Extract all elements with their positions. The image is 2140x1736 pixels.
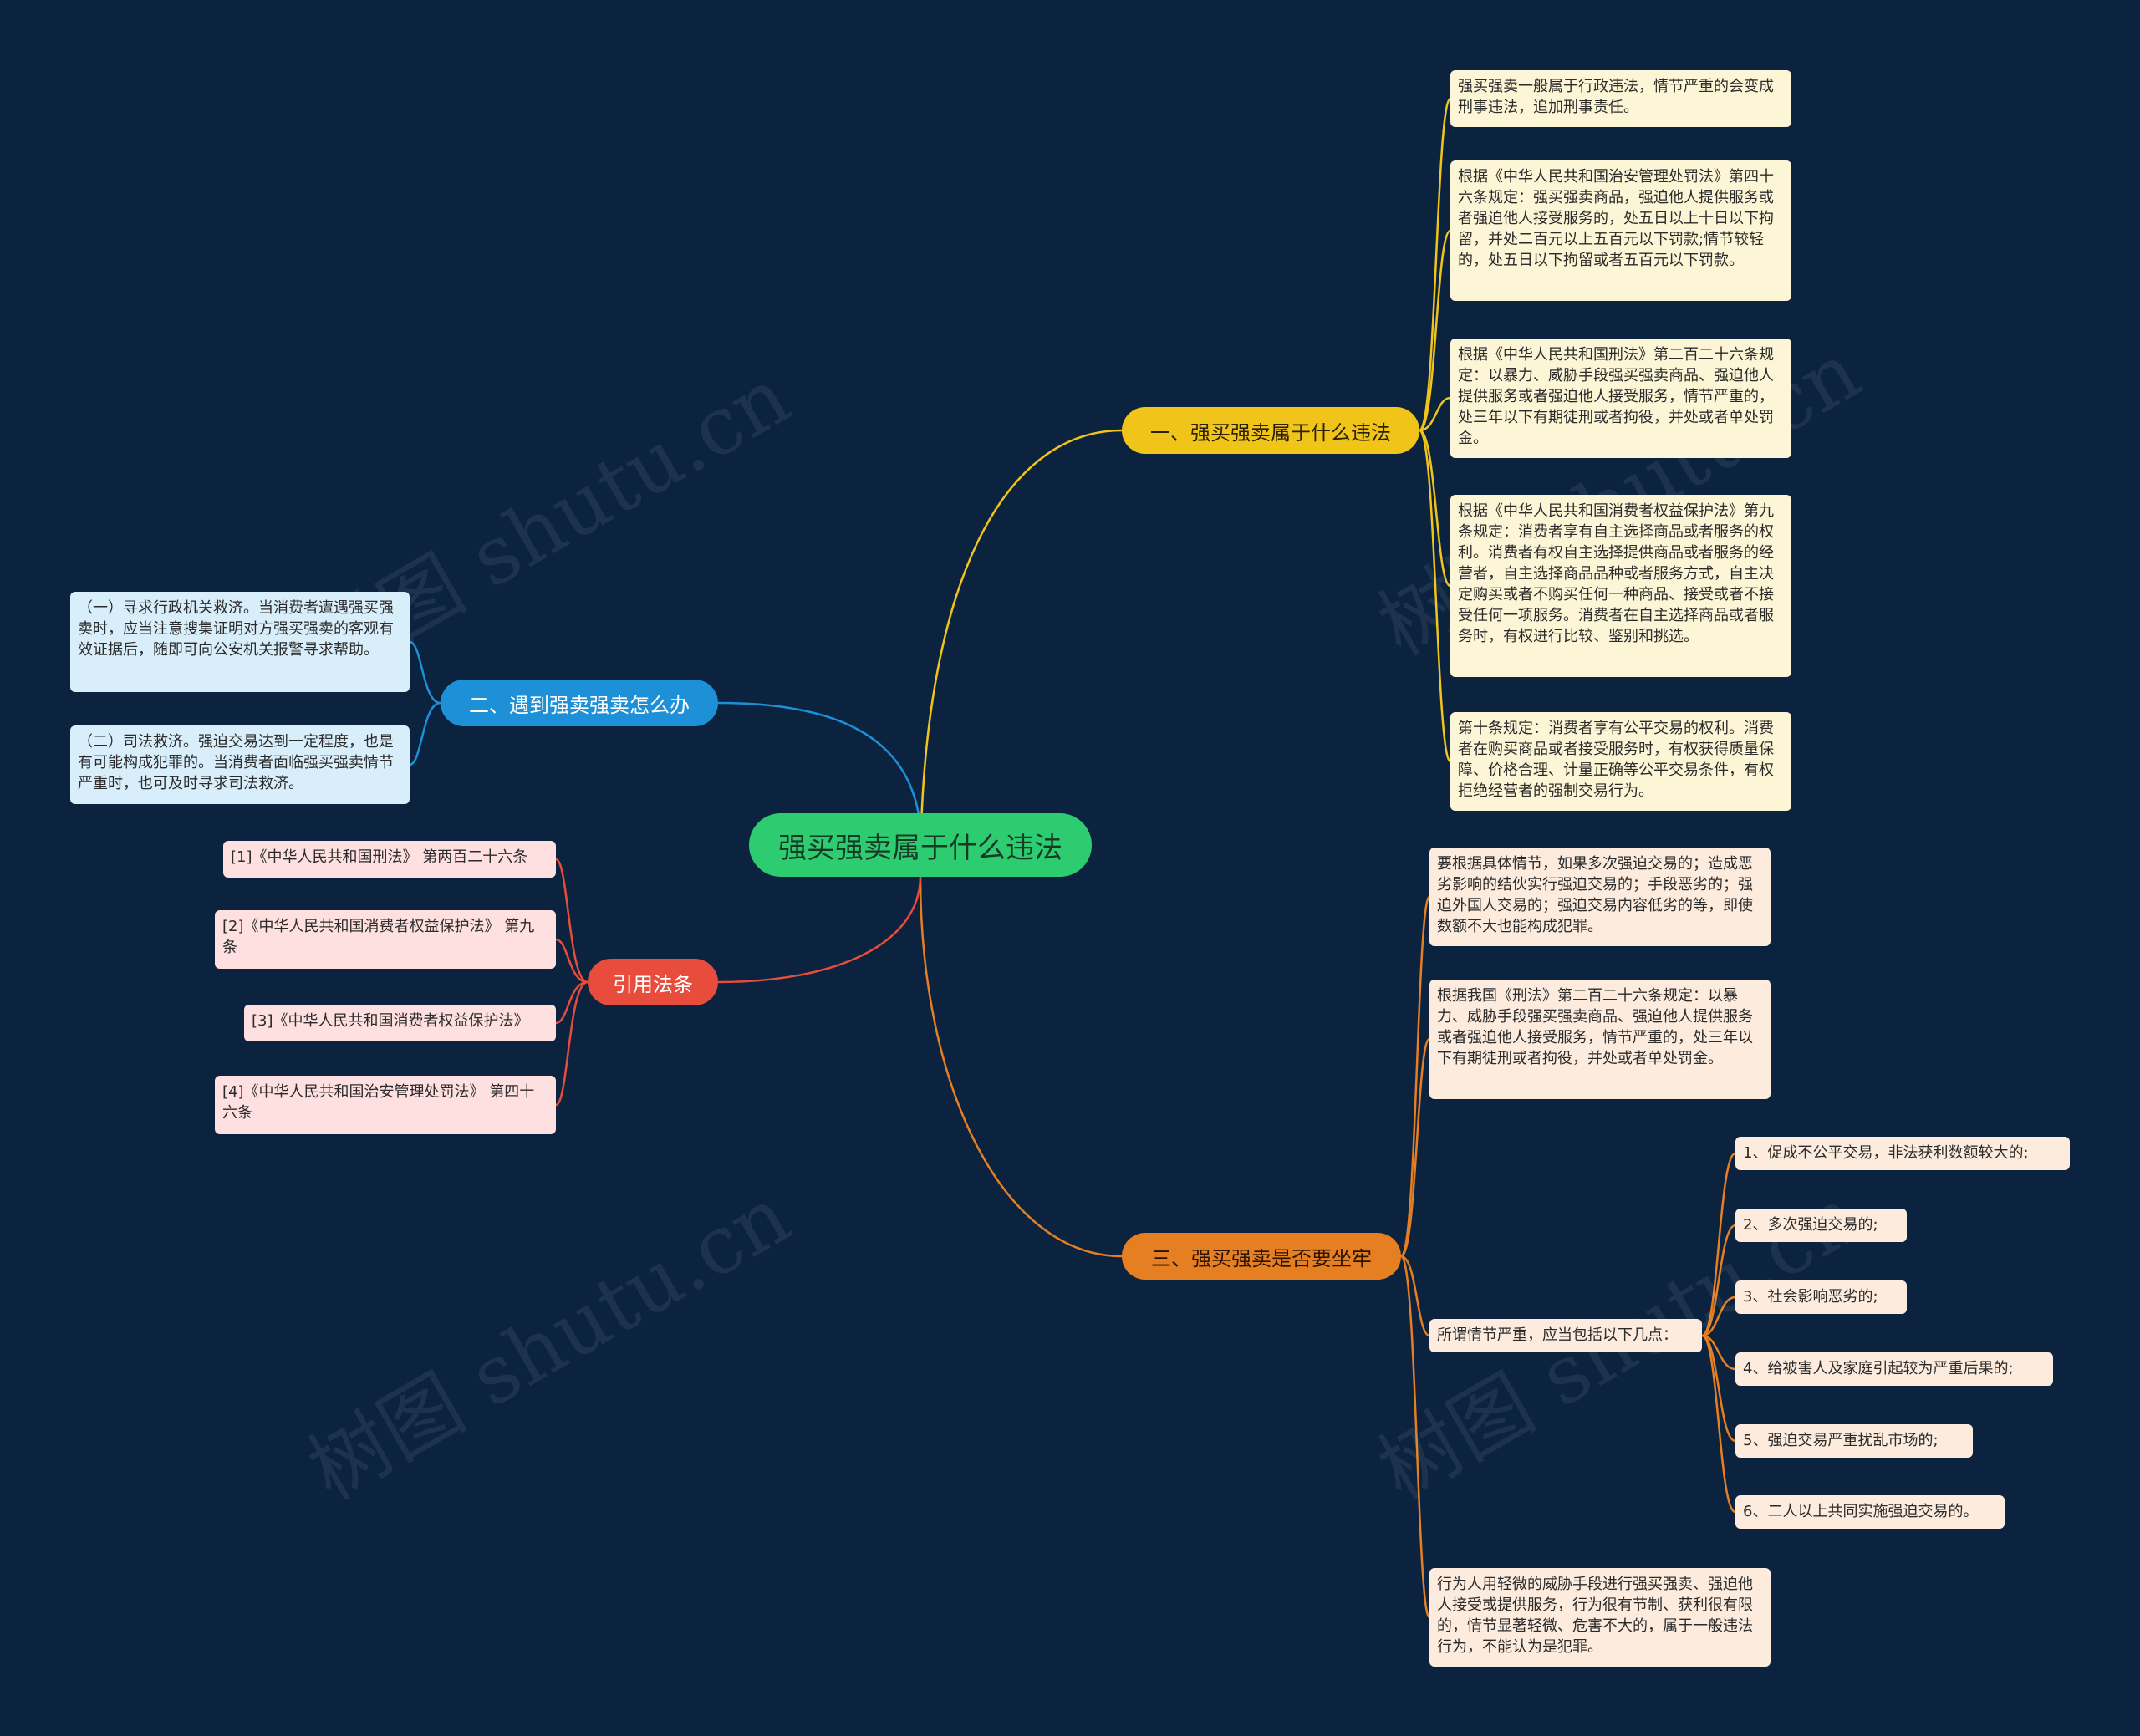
connector-b1-leaf-3	[1419, 396, 1451, 432]
leaf-b3-4[interactable]: [4]《中华人民共和国治安管理处罚法》 第四十六条	[215, 1076, 556, 1134]
leaf-b3-1[interactable]: [1]《中华人民共和国刑法》 第两百二十六条	[223, 841, 556, 878]
branch-citations[interactable]: 引用法条	[588, 959, 718, 1005]
connector-b3-leaf-3	[555, 980, 588, 1025]
sub-item-1[interactable]: 1、促成不公平交易，非法获利数额较大的;	[1735, 1137, 2070, 1170]
leaf-b3-2[interactable]: [2]《中华人民共和国消费者权益保护法》 第九条	[215, 910, 556, 969]
leaf-b1-3[interactable]: 根据《中华人民共和国刑法》第二百二十六条规定：以暴力、威胁手段强买强卖商品、强迫…	[1450, 339, 1791, 458]
connector-b3-leaf-2	[555, 938, 588, 984]
connector-b4-leaf-4	[1399, 1255, 1431, 1619]
leaf-b3-3[interactable]: [3]《中华人民共和国消费者权益保护法》	[244, 1005, 556, 1041]
connector-b1-leaf-5	[1418, 429, 1452, 763]
connector-sub-1	[1701, 1152, 1736, 1337]
sub-item-6[interactable]: 6、二人以上共同实施强迫交易的。	[1735, 1495, 2005, 1529]
connector-root-b1	[919, 429, 1123, 878]
leaf-b2-1[interactable]: （一）寻求行政机关救济。当消费者遭遇强买强卖时，应当注意搜集证明对方强买强卖的客…	[70, 592, 410, 692]
branch-what-to-do[interactable]: 二、遇到强卖强卖怎么办	[441, 680, 718, 726]
root-topic[interactable]: 强买强卖属于什么违法	[749, 813, 1092, 877]
sub-item-2[interactable]: 2、多次强迫交易的;	[1735, 1209, 1907, 1242]
leaf-b4-1[interactable]: 要根据具体情节，如果多次强迫交易的；造成恶劣影响的结伙实行强迫交易的；手段恶劣的…	[1429, 848, 1771, 946]
connector-b3-leaf-1	[555, 858, 588, 984]
connector-sub-4	[1701, 1334, 1736, 1371]
leaf-b1-1[interactable]: 强买强卖一般属于行政违法，情节严重的会变成刑事违法，追加刑事责任。	[1450, 70, 1791, 127]
connector-b1-leaf-1	[1418, 97, 1452, 432]
sub-item-4[interactable]: 4、给被害人及家庭引起较为严重后果的;	[1735, 1352, 2053, 1386]
connector-sub-2	[1701, 1224, 1736, 1337]
leaf-b2-2[interactable]: （二）司法救济。强迫交易达到一定程度，也是有可能构成犯罪的。当消费者面临强买强卖…	[70, 725, 410, 804]
connector-sub-3	[1701, 1296, 1736, 1337]
connector-b4-leaf-2	[1399, 1037, 1431, 1258]
connector-b1-leaf-4	[1419, 429, 1451, 588]
connector-root-b2	[717, 701, 922, 827]
sub-item-5[interactable]: 5、强迫交易严重扰乱市场的;	[1735, 1424, 1973, 1458]
leaf-b4-4[interactable]: 行为人用轻微的威胁手段进行强买强卖、强迫他人接受或提供服务，行为很有节制、获利很…	[1429, 1568, 1771, 1667]
leaf-b1-2[interactable]: 根据《中华人民共和国治安管理处罚法》第四十六条规定：强买强卖商品，强迫他人提供服…	[1450, 160, 1791, 301]
connector-root-b4	[919, 876, 1123, 1258]
connector-sub-6	[1701, 1334, 1736, 1514]
connector-b2-leaf-2	[409, 701, 441, 766]
connector-b2-leaf-1	[409, 640, 441, 705]
sub-item-3[interactable]: 3、社会影响恶劣的;	[1735, 1280, 1907, 1314]
leaf-b1-4[interactable]: 根据《中华人民共和国消费者权益保护法》第九条规定：消费者享有自主选择商品或者服务…	[1450, 495, 1791, 677]
connector-b4-leaf-3	[1400, 1255, 1430, 1337]
leaf-b1-5[interactable]: 第十条规定：消费者享有公平交易的权利。消费者在购买商品或者接受服务时，有权获得质…	[1450, 712, 1791, 811]
branch-imprisonment[interactable]: 三、强买强卖是否要坐牢	[1122, 1233, 1401, 1280]
branch-illegality[interactable]: 一、强买强卖属于什么违法	[1122, 407, 1419, 454]
leaf-b4-3-serious-circumstances[interactable]: 所谓情节严重，应当包括以下几点：	[1429, 1319, 1702, 1352]
leaf-b4-2[interactable]: 根据我国《刑法》第二百二十六条规定：以暴力、威胁手段强买强卖商品、强迫他人提供服…	[1429, 980, 1771, 1099]
connector-b1-leaf-2	[1419, 229, 1452, 432]
connector-b3-leaf-4	[555, 980, 588, 1107]
connector-b4-leaf-1	[1399, 895, 1431, 1258]
connector-root-b3	[717, 876, 922, 984]
